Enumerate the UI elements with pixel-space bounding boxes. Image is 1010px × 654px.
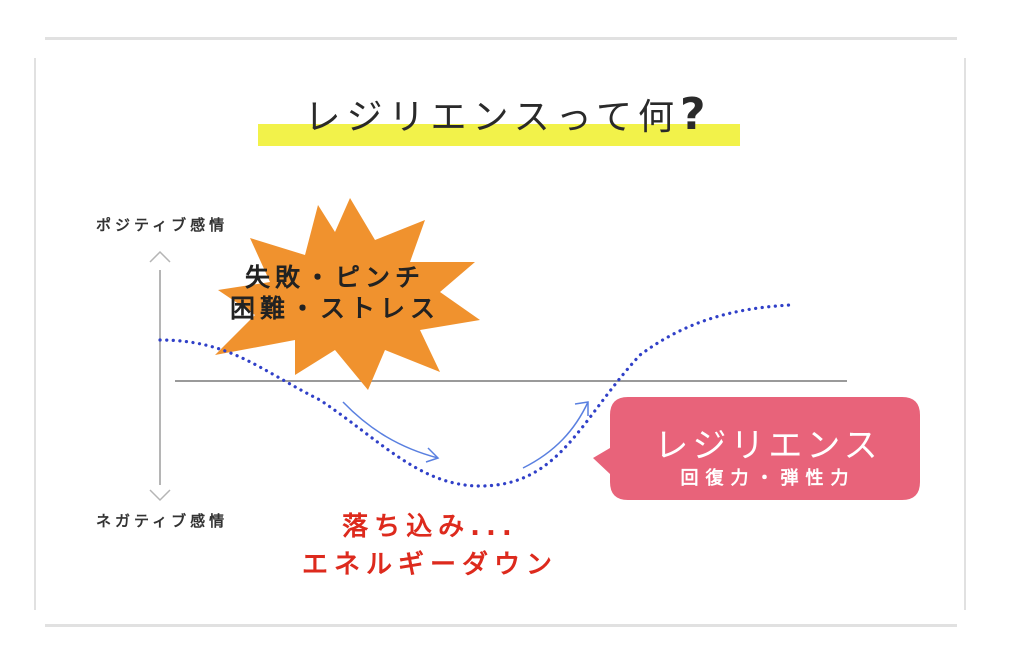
bubble-title: レジリエンス: [654, 426, 882, 466]
down-arrowhead-icon: [425, 447, 440, 463]
frame-top-rule: [45, 37, 957, 40]
title-question-mark: ?: [679, 89, 706, 140]
burst-line-1: 失敗・ピンチ: [244, 263, 425, 292]
down-arrow: [342, 401, 439, 459]
burst-text: 失敗・ピンチ 困難・ストレス: [210, 262, 460, 324]
drop-line-2: エネルギーダウン: [301, 550, 558, 580]
axis-up-chevron-icon: [149, 250, 171, 263]
bubble-subtitle: 回復力・弾性力: [680, 468, 856, 489]
frame-left-rule: [34, 58, 36, 610]
emotion-curve: [158, 303, 792, 488]
up-arrowhead-icon: [574, 401, 589, 416]
title-block: レジリエンスって何?: [0, 88, 1010, 140]
up-arrow: [522, 401, 589, 469]
axis-top-label: ポジティブ感情: [96, 216, 229, 234]
frame-right-rule: [964, 58, 966, 610]
title-text: レジリエンスって何: [304, 97, 680, 138]
page-title: レジリエンスって何?: [304, 88, 705, 140]
title-highlight: [258, 124, 740, 146]
burst-shape: [215, 198, 480, 390]
drop-line-1: 落ち込み...: [342, 512, 518, 542]
frame-bottom-rule: [45, 624, 957, 627]
axis-bottom-label: ネガティブ感情: [96, 512, 229, 530]
axis-down-chevron-icon: [149, 489, 171, 502]
speech-bubble: [593, 397, 920, 500]
burst-line-2: 困難・ストレス: [229, 294, 440, 323]
drop-text: 落ち込み... エネルギーダウン: [280, 508, 580, 584]
